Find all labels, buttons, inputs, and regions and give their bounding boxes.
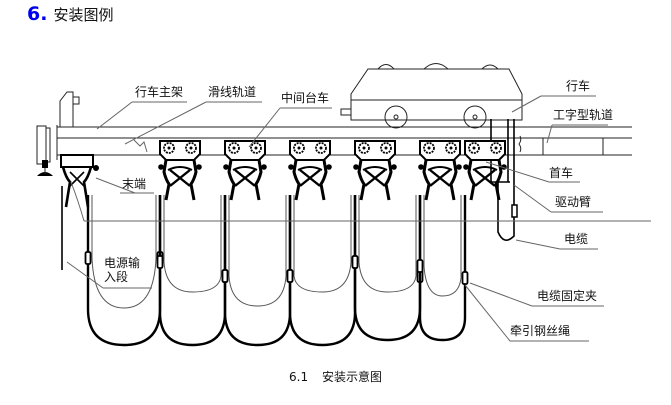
traction-rope bbox=[158, 195, 227, 347]
section-heading: 6. 安装图例 bbox=[27, 3, 113, 29]
caption-text: 安装示意图 bbox=[321, 370, 382, 384]
drive-arm bbox=[490, 119, 522, 241]
cable bbox=[228, 195, 287, 307]
cable-loop bbox=[351, 195, 424, 342]
traction-rope bbox=[288, 195, 357, 347]
cable-clamp bbox=[461, 271, 469, 285]
cable-loop bbox=[221, 195, 294, 347]
cable bbox=[358, 195, 417, 293]
crane-body bbox=[340, 63, 523, 129]
label-end: 末端 bbox=[122, 177, 146, 191]
traction-rope bbox=[86, 195, 162, 347]
trolley-group bbox=[158, 140, 507, 201]
end-trolley bbox=[60, 154, 99, 208]
traction-rope bbox=[418, 195, 467, 342]
cable-loop bbox=[416, 195, 469, 342]
label-traction-rope: 牵引钢丝绳 bbox=[510, 324, 570, 338]
cable bbox=[423, 195, 462, 297]
cable-clamp bbox=[84, 251, 92, 265]
cable-clamp bbox=[286, 269, 294, 283]
label-i-beam-rail: 工字型轨道 bbox=[553, 107, 613, 122]
labels: 行车主架 滑线轨道 中间台车 行车 工字型轨道 末端 首车 驱动臂 电缆 电源输… bbox=[104, 78, 613, 338]
leader-lines bbox=[66, 95, 608, 342]
label-middle-trolley: 中间台车 bbox=[281, 90, 329, 105]
cable-loop-group bbox=[84, 195, 469, 347]
middle-trolley bbox=[418, 140, 462, 201]
middle-trolley bbox=[158, 140, 202, 201]
middle-trolley bbox=[223, 140, 267, 201]
traction-rope bbox=[223, 195, 292, 347]
label-cable-clamp: 电缆固定夹 bbox=[537, 288, 597, 303]
label-power-input-2: 入段 bbox=[104, 269, 128, 284]
cable-clamp bbox=[156, 255, 164, 269]
middle-trolley bbox=[353, 140, 397, 201]
cable bbox=[163, 195, 222, 293]
label-power-input-1: 电源输 bbox=[104, 255, 140, 270]
cable-clamp bbox=[351, 255, 359, 269]
label-crane: 行车 bbox=[566, 78, 590, 93]
main-frame bbox=[36, 91, 632, 176]
section-title: 安装图例 bbox=[53, 6, 114, 24]
cable-clamp bbox=[416, 259, 424, 273]
label-main-frame: 行车主架 bbox=[135, 84, 183, 99]
traction-rope bbox=[353, 195, 422, 342]
label-drive-arm: 驱动臂 bbox=[555, 195, 591, 209]
middle-trolley bbox=[288, 140, 332, 201]
cable-loop bbox=[156, 195, 229, 347]
cable-loop bbox=[286, 195, 359, 347]
power-input-cable bbox=[61, 181, 85, 270]
figure-caption: 6.1 安装示意图 bbox=[0, 368, 671, 385]
cable bbox=[91, 195, 157, 309]
label-slide-rail: 滑线轨道 bbox=[208, 85, 256, 99]
head-trolley bbox=[463, 140, 507, 201]
label-cable: 电缆 bbox=[564, 232, 588, 246]
cable-clamp bbox=[221, 269, 229, 283]
caption-number: 6.1 bbox=[289, 370, 309, 384]
label-head-trolley: 首车 bbox=[549, 165, 573, 180]
section-number: 6. bbox=[27, 3, 48, 25]
cable bbox=[293, 195, 352, 293]
